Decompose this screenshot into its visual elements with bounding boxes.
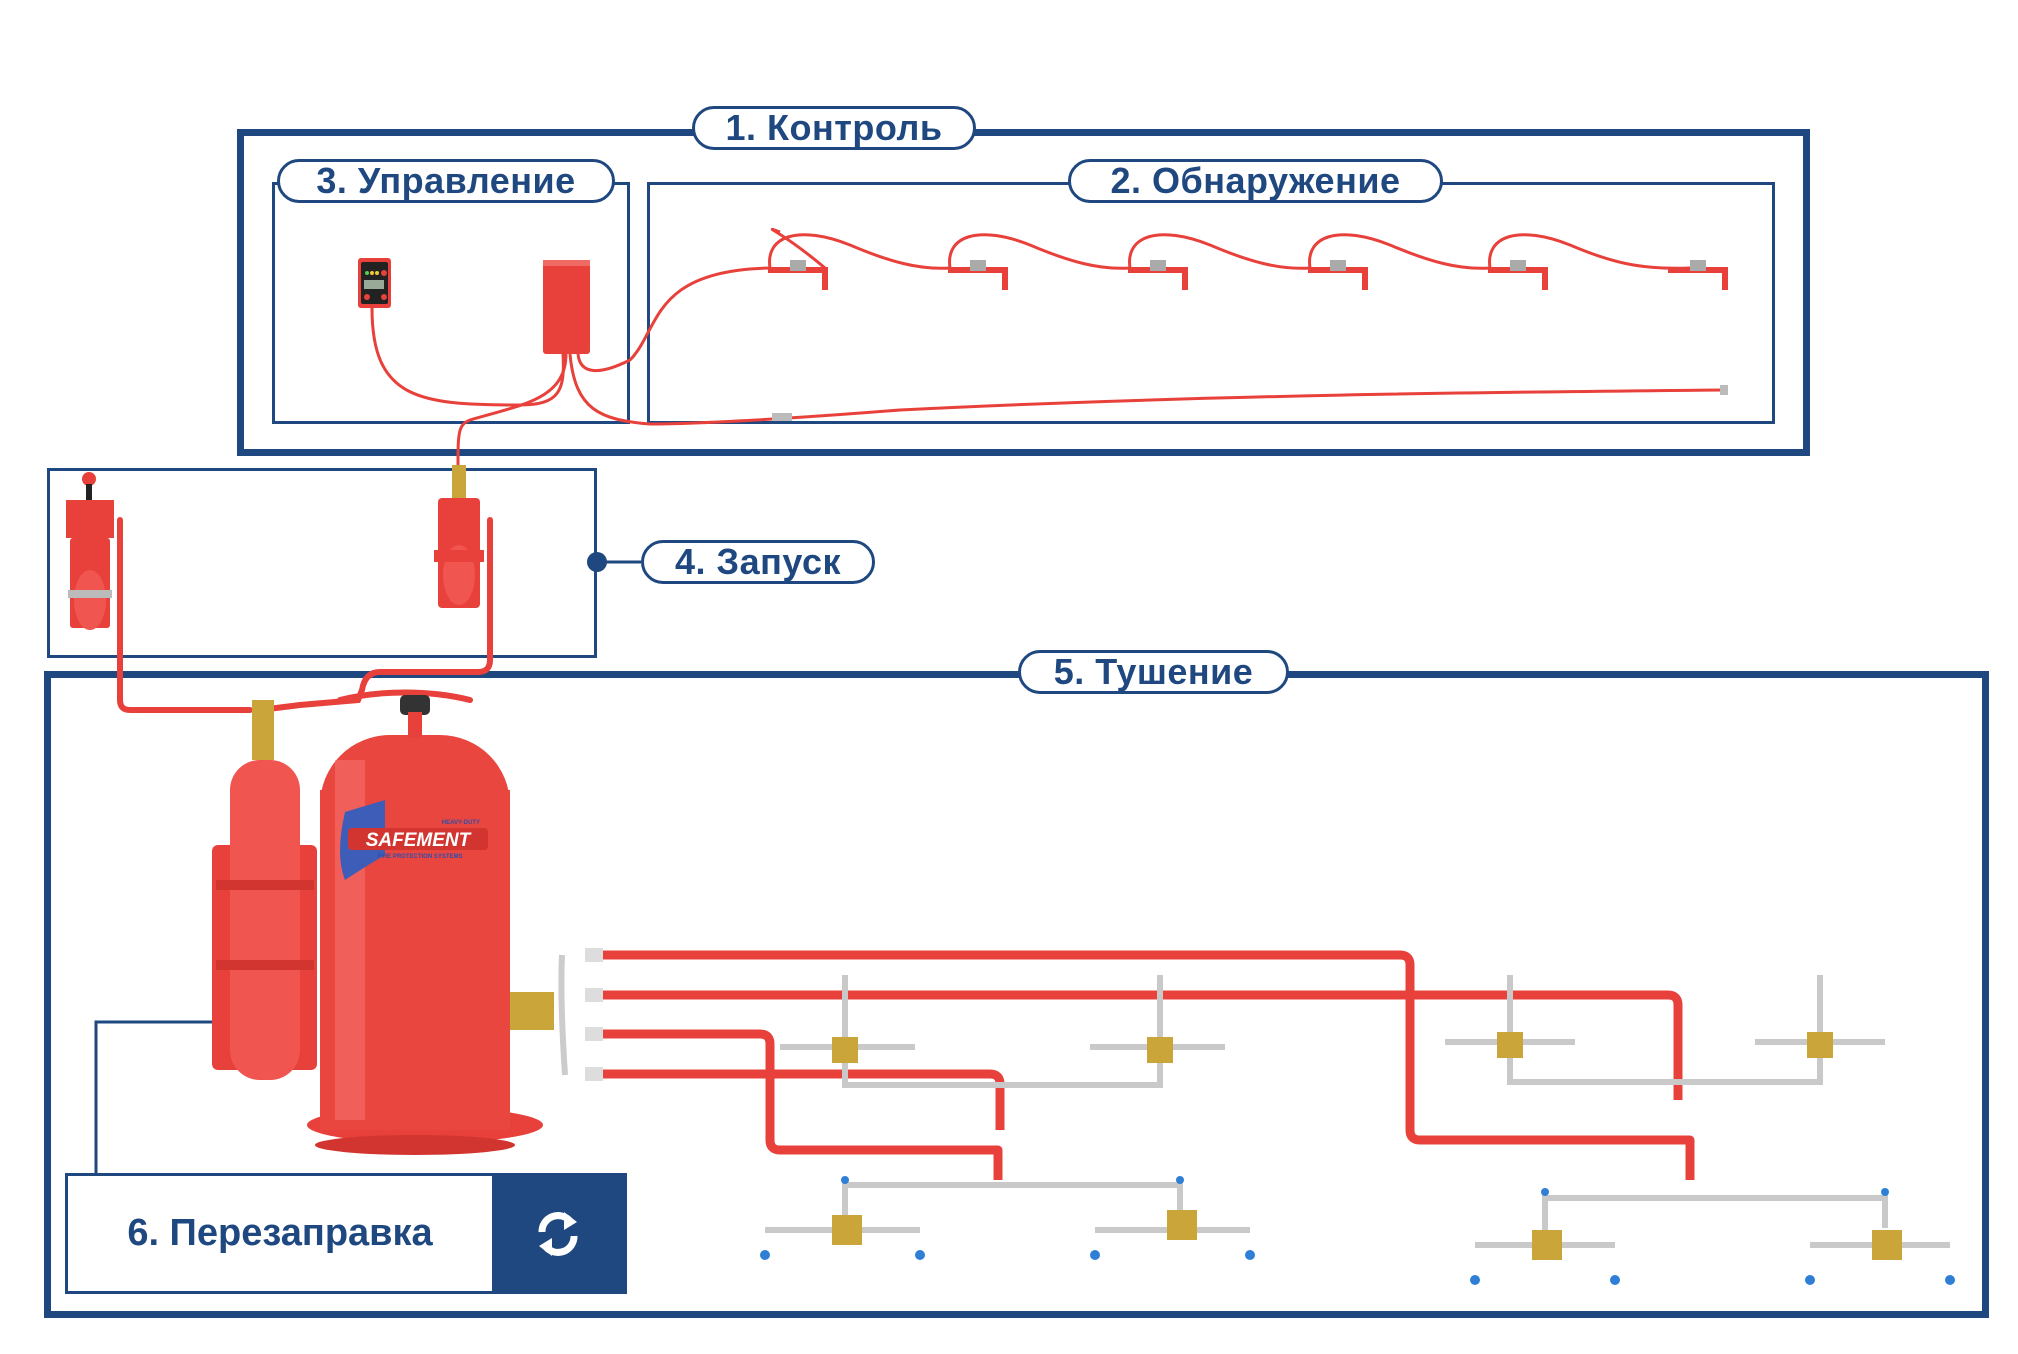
refill-label: 6. Перезаправка [127, 1212, 433, 1254]
refresh-icon [538, 1211, 578, 1256]
pipe-fittings [585, 948, 603, 1081]
control-frame [237, 129, 1810, 456]
launch-connector-dot [587, 552, 607, 572]
detector [1668, 260, 1728, 290]
tank-brand-text: SAFEMENT [366, 830, 472, 851]
manual-launch-device [66, 472, 114, 630]
tank-tagline-top: HEAVY-DUTY [442, 820, 480, 826]
brass-valve [252, 700, 274, 760]
main-tank: SAFEMENT HEAVY-DUTY FIRE PROTECTION SYST… [307, 695, 543, 1155]
detector [1488, 260, 1548, 290]
detector [1128, 260, 1188, 290]
pilot-cylinder [212, 760, 317, 1080]
control-panel-device [358, 258, 391, 308]
pneumatic-launch-device [434, 465, 484, 608]
refill-button[interactable] [492, 1176, 624, 1291]
cables [370, 227, 1726, 485]
linear-detector-end [1720, 385, 1728, 395]
tank-tagline-bottom: FIRE PROTECTION SYSTEMS [377, 854, 462, 860]
refill-panel: 6. Перезаправка [65, 1173, 627, 1294]
section-label-detection: 2. Обнаружение [1068, 159, 1443, 203]
cable-connector [772, 413, 792, 421]
section-label-management: 3. Управление [277, 159, 615, 203]
nozzle-tips [760, 1176, 1955, 1285]
distribution-manifold [510, 954, 568, 1076]
nozzle-piping [765, 975, 1950, 1248]
nozzle-blocks [832, 1032, 1902, 1260]
control-box-device [543, 260, 590, 354]
discharge-pipes [598, 950, 1695, 1180]
section-label-control: 1. Контроль [692, 106, 976, 150]
detector [1308, 260, 1368, 290]
detector [768, 260, 828, 290]
launch-pipes [117, 517, 493, 713]
extinguishing-frame [44, 671, 1989, 1318]
refill-connector-line [94, 1020, 214, 1173]
section-label-launch: 4. Запуск [641, 540, 875, 584]
detector [948, 260, 1008, 290]
section-label-extinguishing: 5. Тушение [1018, 650, 1289, 694]
detector-chain [768, 233, 1728, 421]
